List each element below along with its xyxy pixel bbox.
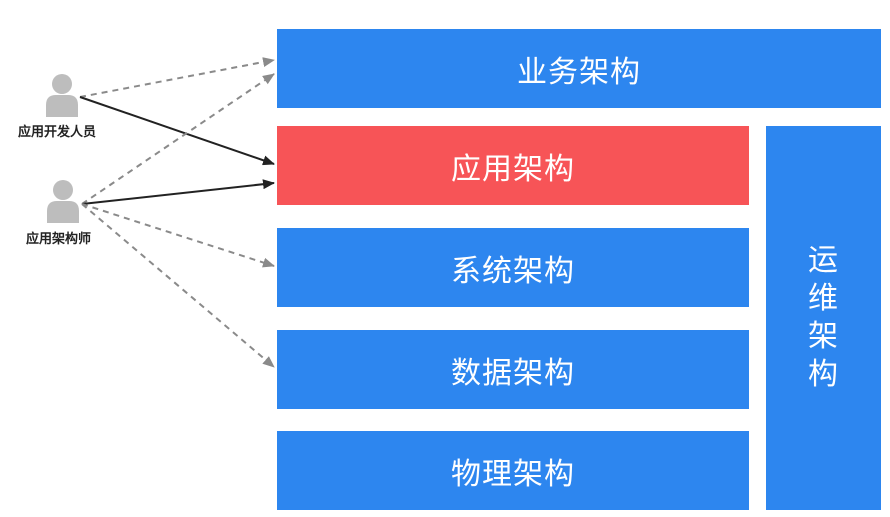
operations-char: 维 [808, 281, 839, 316]
layer-data-architecture: 数据架构 [277, 330, 749, 409]
operations-char: 架 [808, 319, 839, 354]
operations-char: 构 [808, 357, 839, 392]
arrow-architect-to-business [81, 73, 275, 205]
layer-system-architecture: 系统架构 [277, 228, 749, 307]
layer-application-architecture: 应用架构 [277, 126, 749, 205]
arrow-architect-to-application [81, 179, 275, 205]
arrow-architect-to-data [81, 203, 275, 368]
person-icon [46, 74, 78, 117]
actor-label-architect: 应用架构师 [26, 232, 92, 247]
arrow-developer-to-application [79, 96, 275, 166]
layer-business-architecture: 业务架构 [277, 29, 881, 108]
layer-operations-architecture: 运 维 架 构 [766, 126, 881, 510]
person-icon [47, 180, 79, 223]
layer-physical-architecture: 物理架构 [277, 431, 749, 510]
operations-char: 运 [808, 243, 839, 278]
actor-label-developer: 应用开发人员 [18, 125, 97, 140]
arrow-developer-to-business [79, 57, 275, 98]
arrow-architect-to-system [81, 203, 275, 268]
